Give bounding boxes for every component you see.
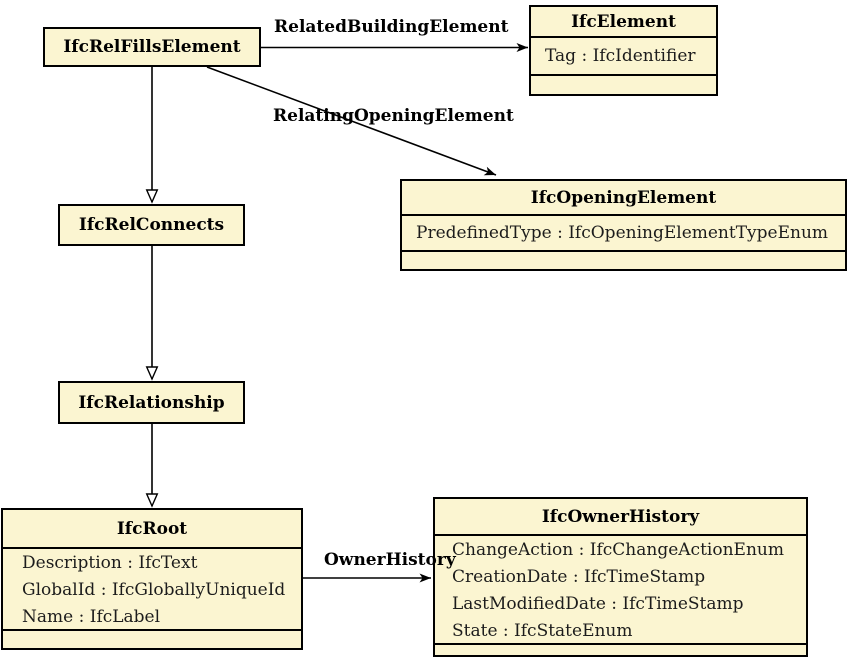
class-attributes: ChangeAction : IfcChangeActionEnum Creat… bbox=[435, 534, 806, 643]
class-ifcopeningelement[interactable]: IfcOpeningElement PredefinedType : IfcOp… bbox=[400, 179, 847, 271]
class-attribute: ChangeAction : IfcChangeActionEnum bbox=[452, 540, 784, 560]
class-operations-empty bbox=[402, 250, 845, 269]
class-attribute: Name : IfcLabel bbox=[22, 607, 161, 627]
class-operations-empty bbox=[3, 629, 301, 648]
class-attribute: PredefinedType : IfcOpeningElementTypeEn… bbox=[416, 222, 829, 243]
class-ifcroot[interactable]: IfcRoot Description : IfcText GlobalId :… bbox=[1, 508, 303, 650]
edge-label-relatedbuildingelement: RelatedBuildingElement bbox=[274, 17, 509, 37]
class-operations-empty bbox=[531, 74, 716, 94]
class-name: IfcOwnerHistory bbox=[541, 506, 700, 527]
class-ifcownerhistory[interactable]: IfcOwnerHistory ChangeAction : IfcChange… bbox=[433, 497, 808, 657]
class-name: IfcRelFillsElement bbox=[63, 37, 241, 57]
class-ifcrelationship[interactable]: IfcRelationship bbox=[58, 381, 245, 424]
class-attribute: LastModifiedDate : IfcTimeStamp bbox=[452, 594, 744, 614]
class-name: IfcRelConnects bbox=[78, 215, 225, 235]
class-ifcrelconnects[interactable]: IfcRelConnects bbox=[58, 204, 245, 246]
class-name: IfcOpeningElement bbox=[530, 187, 717, 208]
class-ifcrelfillselement[interactable]: IfcRelFillsElement bbox=[43, 27, 261, 67]
class-operations-empty bbox=[435, 643, 806, 655]
class-attribute: CreationDate : IfcTimeStamp bbox=[452, 567, 706, 587]
edge-label-ownerhistory: OwnerHistory bbox=[324, 550, 456, 570]
class-name: IfcElement bbox=[571, 11, 676, 32]
class-attribute: Tag : IfcIdentifier bbox=[545, 45, 696, 66]
class-attributes: Description : IfcText GlobalId : IfcGlob… bbox=[3, 547, 301, 629]
class-attribute: Description : IfcText bbox=[22, 553, 198, 573]
class-attribute: State : IfcStateEnum bbox=[452, 621, 633, 641]
class-attributes: PredefinedType : IfcOpeningElementTypeEn… bbox=[402, 214, 845, 250]
class-name: IfcRoot bbox=[116, 518, 188, 539]
class-attributes: Tag : IfcIdentifier bbox=[531, 36, 716, 74]
class-ifcelement[interactable]: IfcElement Tag : IfcIdentifier bbox=[529, 5, 718, 96]
edge-label-relatingopeningelement: RelatingOpeningElement bbox=[273, 106, 514, 126]
class-attribute: GlobalId : IfcGloballyUniqueId bbox=[22, 580, 286, 600]
class-name: IfcRelationship bbox=[78, 392, 225, 413]
